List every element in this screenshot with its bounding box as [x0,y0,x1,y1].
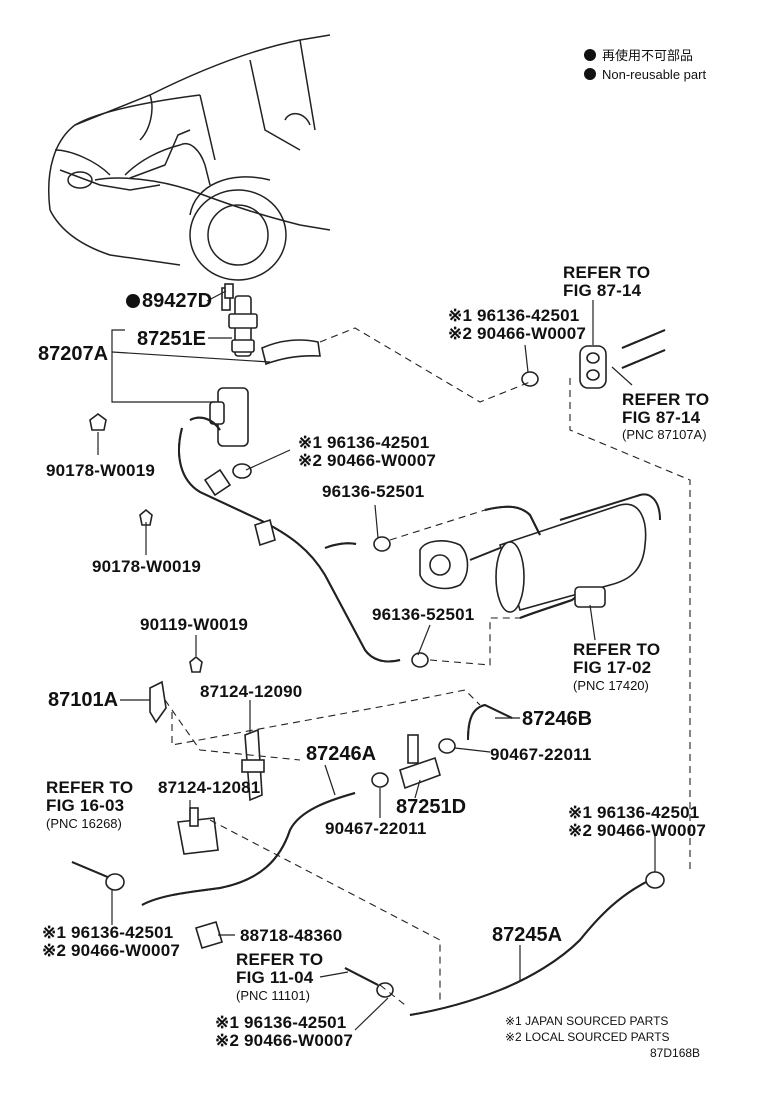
hose-clamp [645,871,665,889]
label-clamp-a-1: ※1 96136-42501 [298,433,429,452]
legend-english: Non-reusable part [602,67,706,82]
label-87124-12081: 87124-12081 [158,778,260,797]
label-90119-w0019: 90119-W0019 [140,615,248,634]
label-96136-52501-a: 96136-52501 [322,482,424,501]
refer-11-line2: FIG 11-04 [236,968,314,987]
hose-87246a-fill [141,792,356,906]
refer-11-line1: REFER TO [236,950,323,969]
figure-code: 87D168B [650,1046,700,1060]
hose-87245a [409,879,651,1016]
refer-top-line2: FIG 87-14 [563,281,642,300]
vehicle-outline-illustration [48,34,331,281]
label-87245a: 87245A [492,924,562,946]
bolt-icon [139,508,153,526]
label-90178-w0019-b: 90178-W0019 [92,557,201,576]
refer-17-line3: (PNC 17420) [573,678,649,693]
clamp-holder-87124-12090 [241,728,265,802]
footnote-local: ※2 LOCAL SOURCED PARTS [505,1030,670,1044]
label-87124-12090: 87124-12090 [200,682,302,701]
bolt-icon [189,655,203,673]
label-87246b: 87246B [522,708,592,730]
footnote-japan: ※1 JAPAN SOURCED PARTS [505,1014,668,1028]
hose-clamp [376,982,394,998]
label-88718-48360: 88718-48360 [240,926,342,945]
bolt-icon [89,413,107,431]
refer-11-line3: (PNC 11101) [236,988,310,1003]
leader-lines [97,290,656,1031]
label-87207a: 87207A [38,343,108,365]
label-clamp-a-2: ※2 90466-W0007 [298,451,436,470]
water-pipe-assembly [178,416,401,663]
label-clamp-bl-2: ※2 90466-W0007 [42,941,180,960]
label-87251e: 87251E [137,328,206,350]
refer-right-line1: REFER TO [622,390,709,409]
sensor-89427d [224,283,234,299]
label-clamp-tr-1: ※1 96136-42501 [448,306,579,325]
bracket-87101a [149,680,167,724]
label-89427d: 89427D [142,290,212,312]
label-87101a: 87101A [48,689,118,711]
non-reusable-dot-icon [126,294,140,308]
label-87246a: 87246A [306,743,376,765]
refer-16-line1: REFER TO [46,778,133,797]
refer-17-line1: REFER TO [573,640,660,659]
clip-88718-48360 [195,921,223,949]
label-clamp-mr-1: ※1 96136-42501 [568,803,699,822]
refer-right-line2: FIG 87-14 [622,408,701,427]
pipe-grommet [579,329,666,389]
non-reusable-dot-icon [584,68,596,80]
label-90467-22011-a: 90467-22011 [490,745,591,764]
hose-87246b-fill [467,703,513,741]
valve-87251d [371,734,456,790]
refer-17-line2: FIG 17-02 [573,658,651,677]
label-90467-22011-b: 90467-22011 [325,819,426,838]
label-87251d: 87251D [396,796,466,818]
label-clamp-bm-2: ※2 90466-W0007 [215,1031,353,1050]
label-clamp-bm-1: ※1 96136-42501 [215,1013,346,1032]
pipe-end-left-fill [71,861,111,879]
label-clamp-bl-1: ※1 96136-42501 [42,923,173,942]
hose-clamp [411,652,429,668]
hose-87245a-fill [409,879,651,1016]
refer-right-line3: (PNC 87107A) [622,427,707,442]
connection-dashed-lines [164,327,691,1006]
legend-japanese: 再使用不可部品 [602,48,693,63]
hose-clamp [105,873,125,891]
refer-16-line2: FIG 16-03 [46,796,124,815]
label-96136-52501-b: 96136-52501 [372,605,474,624]
label-clamp-mr-2: ※2 90466-W0007 [568,821,706,840]
exhaust-heat-recovery-unit [419,493,661,619]
hose-87246a [141,792,356,906]
pipe-end-bottom-fill [344,967,379,986]
non-reusable-dot-icon [584,49,596,61]
label-clamp-tr-2: ※2 90466-W0007 [448,324,586,343]
hose-clamp [373,536,391,552]
hose-clamp [521,371,539,387]
refer-top-line1: REFER TO [563,263,650,282]
clamp-holder-87124-12081 [177,807,219,855]
label-90178-w0019-a: 90178-W0019 [46,461,155,480]
refer-16-line3: (PNC 16268) [46,816,122,831]
